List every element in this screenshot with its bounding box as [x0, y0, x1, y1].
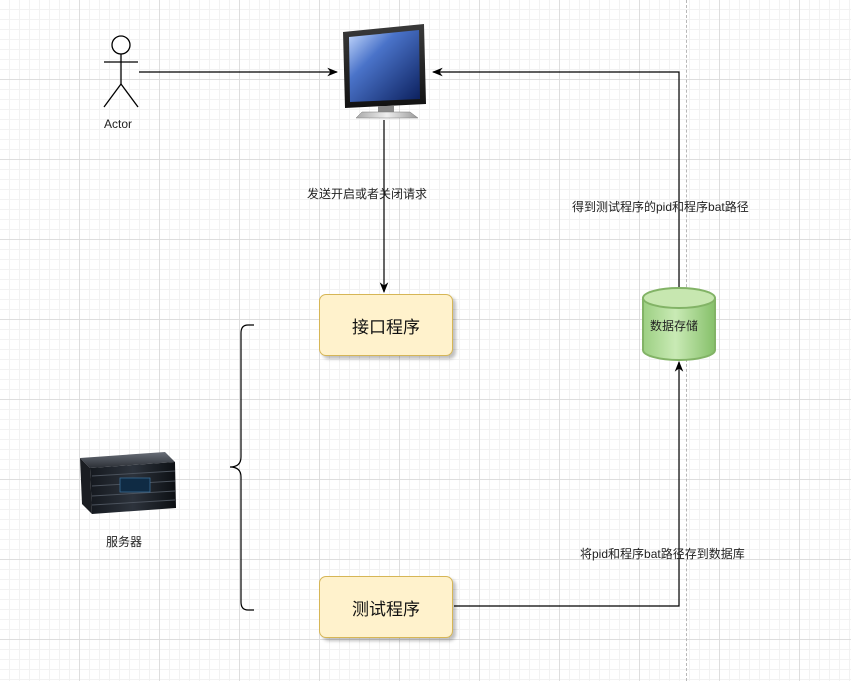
- database-cylinder: [642, 287, 716, 361]
- monitor-icon: [343, 24, 426, 119]
- edge-label-store-to-db: 将pid和程序bat路径存到数据库: [580, 547, 745, 561]
- grouping-brace: [229, 324, 254, 611]
- test-program-box[interactable]: 测试程序: [319, 576, 453, 638]
- test-program-label: 测试程序: [352, 599, 420, 619]
- interface-program-label: 接口程序: [352, 317, 420, 337]
- edge-test-to-db: [454, 360, 684, 607]
- actor-label: Actor: [104, 117, 133, 131]
- edge-db-to-monitor: [431, 67, 680, 289]
- interface-program-box[interactable]: 接口程序: [319, 294, 453, 356]
- server-label: 服务器: [106, 535, 143, 549]
- edge-label-get-from-db: 得到测试程序的pid和程序bat路径: [572, 200, 749, 214]
- database-label: 数据存储: [650, 319, 699, 333]
- edge-label-request: 发送开启或者关闭请求: [307, 187, 428, 201]
- actor-icon: [103, 35, 139, 108]
- server-icon: [80, 452, 176, 514]
